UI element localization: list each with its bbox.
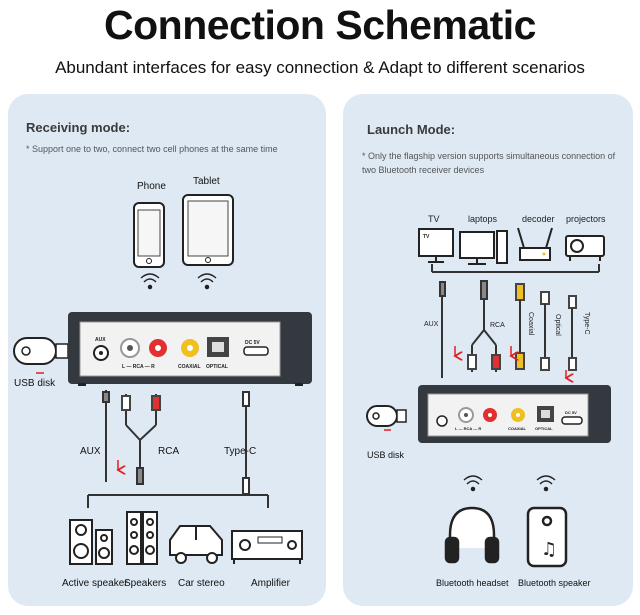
receiving-mode-note: * Support one to two, connect two cell p… — [26, 144, 278, 154]
port-coaxial-label-right: COAXIAL — [508, 426, 526, 431]
usb-disk-icon-right — [366, 405, 407, 427]
page-title: Connection Schematic — [104, 2, 536, 48]
svg-text:♫: ♫ — [541, 539, 557, 560]
port-dc-label: DC 5V — [245, 340, 260, 346]
port-rca-label-right: L — RCA — R — [455, 426, 482, 431]
port-rca-label: L — RCA — R — [122, 364, 155, 370]
port-optical-label: OPTICAL — [206, 364, 228, 370]
projector-icon — [565, 235, 605, 261]
wireless-signal-icon-right — [463, 475, 556, 492]
aux-cable-right — [439, 281, 446, 378]
cable-typec-label-right: Type-C — [583, 312, 590, 335]
source-tv-label: TV — [428, 214, 440, 224]
cable-coaxial-label-right: Coaxial — [527, 312, 534, 336]
port-optical-label-right: OPTICAL — [535, 426, 553, 431]
cable-aux-label-right: AUX — [424, 321, 439, 328]
usb-disk-icon — [13, 337, 69, 365]
cable-aux-label: AUX — [80, 446, 101, 457]
tv-icon — [418, 228, 454, 263]
cable-rca-label-right: RCA — [490, 322, 505, 329]
source-decoder-label: decoder — [522, 214, 555, 224]
tv-screen-label: TV — [423, 234, 430, 240]
usb-disk-label: USB disk — [14, 378, 56, 389]
source-projectors-label: projectors — [566, 214, 606, 224]
tablet-label: Tablet — [193, 176, 220, 187]
output-speakers-label: Speakers — [124, 578, 167, 589]
laptop-desktop-icon — [459, 230, 508, 265]
amplifier-icon — [231, 530, 303, 564]
port-dc-label-right: DC 5V — [565, 410, 577, 415]
output-car-stereo-label: Car stereo — [178, 578, 225, 589]
port-coaxial-label: COAXIAL — [178, 364, 201, 370]
phone-label: Phone — [137, 181, 166, 192]
car-stereo-icon — [169, 525, 223, 564]
wireless-signal-icon — [140, 273, 217, 290]
receiving-mode-heading: Receiving mode: — [26, 120, 131, 135]
coaxial-cable-right — [515, 283, 525, 370]
output-amplifier-label: Amplifier — [251, 578, 290, 589]
rca-cable-left — [121, 394, 161, 485]
output-active-speaker-label: Active speaker — [62, 578, 128, 589]
launch-mode-heading: Launch Mode: — [367, 122, 456, 137]
optical-cable-right — [540, 291, 550, 371]
active-speaker-icon — [69, 519, 113, 565]
bluetooth-speaker-icon: ♫ — [526, 506, 568, 568]
rca-cable-right — [467, 280, 501, 372]
typec-cable-right — [568, 295, 577, 371]
cable-rca-label: RCA — [158, 446, 180, 457]
output-bluetooth-speaker-label: Bluetooth speaker — [518, 578, 591, 588]
typec-cable-left — [242, 391, 250, 495]
decoder-icon — [517, 227, 553, 261]
tablet-icon — [182, 194, 234, 266]
page-subtitle: Abundant interfaces for easy connection … — [55, 58, 585, 77]
output-bluetooth-headset-label: Bluetooth headset — [436, 578, 509, 588]
bluetooth-headset-icon — [444, 506, 500, 564]
phone-icon — [133, 202, 165, 268]
source-laptops-label: laptops — [468, 214, 498, 224]
cable-typec-label: Type-C — [224, 446, 257, 457]
receiver-device-left — [68, 312, 312, 386]
speakers-icon — [126, 511, 158, 565]
aux-cable-left — [102, 390, 110, 482]
port-aux-label: AUX — [95, 337, 106, 343]
cable-optical-label-right: Optical — [554, 314, 561, 336]
usb-disk-label-right: USB disk — [367, 450, 405, 460]
launch-mode-note: * Only the flagship version supports sim… — [362, 151, 616, 175]
receiver-device-right — [418, 385, 611, 443]
